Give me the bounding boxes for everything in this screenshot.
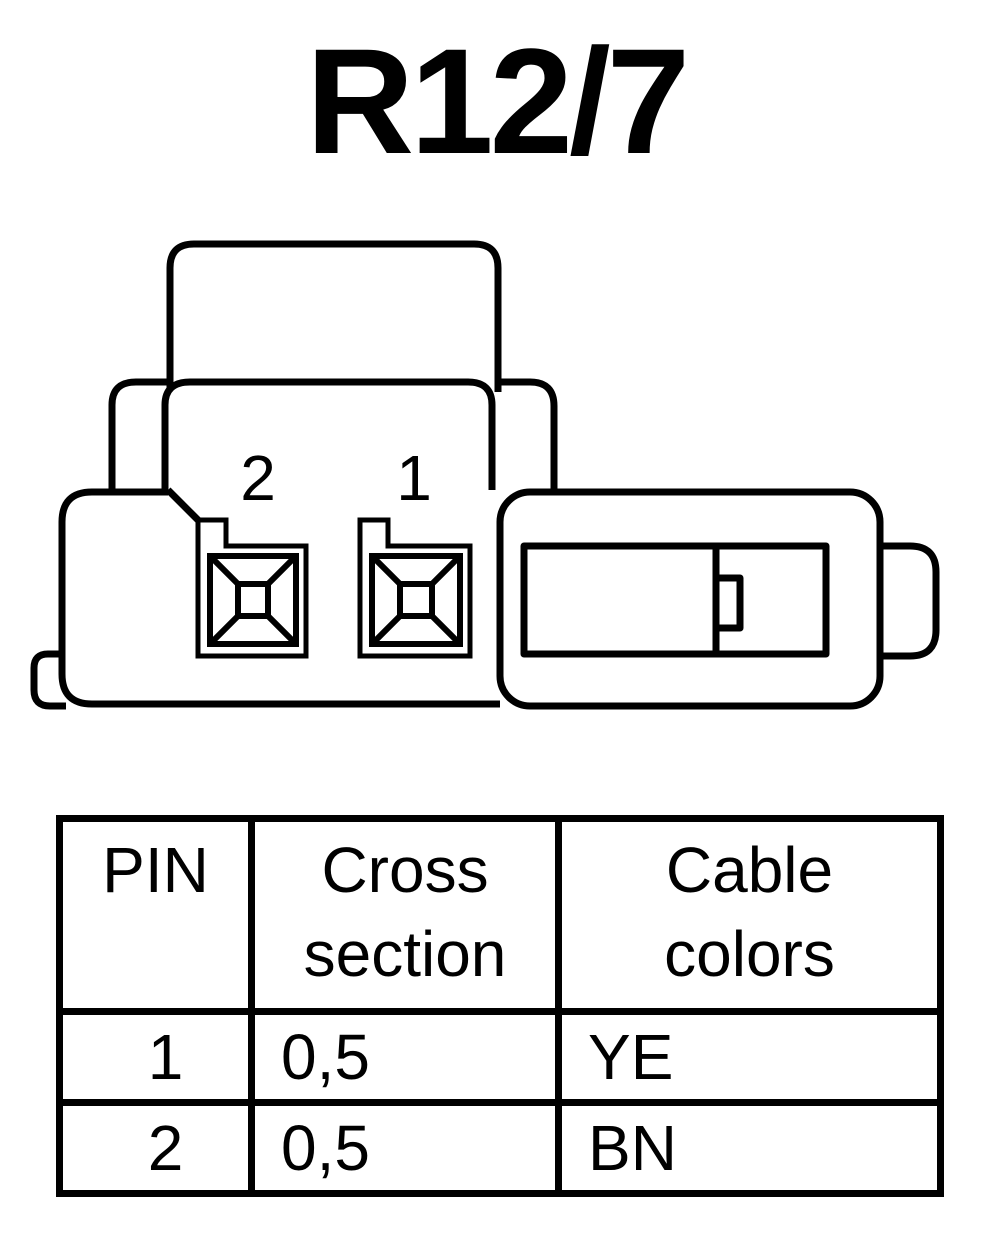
connector-diagram: 2 1 bbox=[30, 240, 940, 710]
connector-module-window bbox=[520, 542, 830, 658]
connector-inner-housing bbox=[161, 378, 496, 490]
header-pin-label: PIN bbox=[102, 834, 209, 906]
row-cross-section: 0,5 bbox=[248, 1008, 562, 1106]
connector-left-shoulder bbox=[108, 378, 170, 492]
header-cable-colors: Cable colors bbox=[555, 815, 944, 1015]
connector-left-foot bbox=[30, 650, 66, 710]
pin-label-1: 1 bbox=[396, 442, 432, 514]
header-cable-colors-line1: Cable bbox=[665, 834, 834, 906]
pin-assignment-table: PIN Cross section Cable colors 1 0,5 YE … bbox=[56, 815, 944, 1197]
row-pin: 2 bbox=[56, 1099, 255, 1197]
table-row: 1 0,5 YE bbox=[56, 1008, 944, 1106]
table-header-row: PIN Cross section Cable colors bbox=[56, 815, 944, 1015]
header-cross-section: Cross section bbox=[248, 815, 562, 1015]
connector-right-module bbox=[496, 488, 884, 710]
row-cross-section: 0,5 bbox=[248, 1099, 562, 1197]
connector-title: R12/7 bbox=[305, 17, 690, 185]
table-row: 2 0,5 BN bbox=[56, 1099, 944, 1197]
connector-main-body bbox=[58, 488, 500, 708]
connector-latch-top bbox=[166, 240, 502, 392]
row-cable-color: YE bbox=[555, 1008, 944, 1106]
connector-right-shoulder bbox=[498, 378, 558, 492]
pin-label-2: 2 bbox=[240, 442, 276, 514]
header-cable-colors-line2: colors bbox=[664, 918, 835, 990]
row-pin: 1 bbox=[56, 1008, 255, 1106]
connector-right-tab bbox=[880, 542, 940, 660]
header-cross-section-line1: Cross bbox=[321, 834, 489, 906]
pin-cavity-1 bbox=[357, 517, 473, 659]
connector-window-notch bbox=[712, 574, 744, 632]
connector-chamfer bbox=[165, 487, 201, 523]
pin-cavity-2 bbox=[195, 517, 309, 659]
header-cross-section-line2: section bbox=[303, 918, 507, 990]
row-cable-color: BN bbox=[555, 1099, 944, 1197]
header-pin: PIN bbox=[56, 815, 255, 1015]
